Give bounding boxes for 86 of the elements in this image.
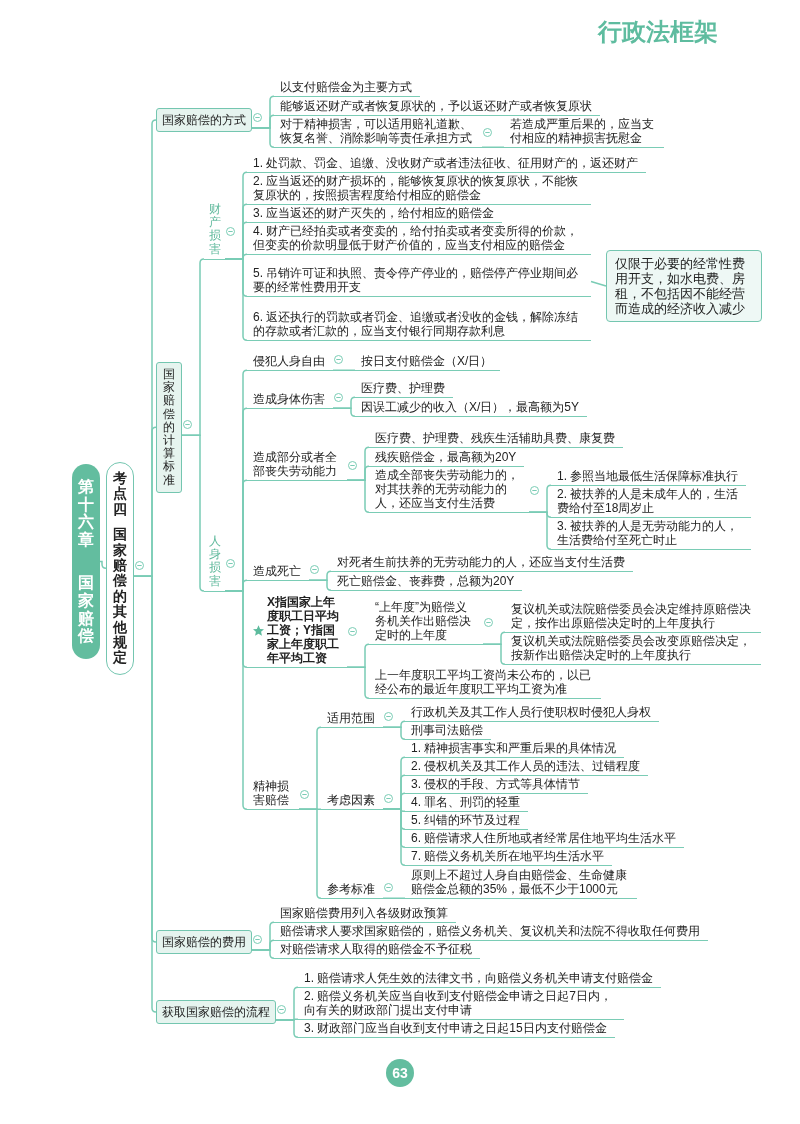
- branch-text: 3. 财政部门应当自收到支付申请之日起15日内支付赔偿金: [298, 1021, 615, 1038]
- definition-note: [247, 595, 347, 668]
- branch-text: 5. 吊销许可证和执照、责令停产停业的，赔偿停产停业期间必要的经常性费用开支: [247, 266, 591, 297]
- category-box: 获取国家赔偿的流程: [156, 1000, 276, 1024]
- branch-text: 医疗费、护理费: [355, 381, 453, 398]
- branch-text: 能够返还财产或者恢复原状的，予以返还财产或者恢复原状: [274, 99, 600, 116]
- connector-line: [181, 434, 205, 592]
- connector-line: [224, 590, 248, 810]
- branch-text: 残疾赔偿金，最高额为20Y: [369, 450, 525, 467]
- branch-text: 造成身体伤害: [247, 392, 333, 409]
- subcategory-label: 人身损害: [204, 535, 225, 592]
- branch-text: 医疗费、护理费、残疾生活辅助具费、康复费: [369, 431, 623, 448]
- branch-text: 赔偿请求人要求国家赔偿的，赔偿义务机关、复议机关和法院不得收取任何费用: [274, 924, 708, 941]
- branch-text: 1. 赔偿请求人凭生效的法律文书，向赔偿义务机关申请支付赔偿金: [298, 971, 662, 988]
- branch-text: 按日支付赔偿金（X/日）: [355, 354, 501, 371]
- branch-text: 7. 赔偿义务机关所在地平均生活水平: [405, 849, 613, 866]
- topic-number: 考点四: [113, 471, 127, 518]
- connector-line: [275, 1019, 299, 1038]
- branch-text: 3. 侵权的手段、方式等具体情节: [405, 777, 589, 794]
- chapter-tab: [72, 464, 100, 659]
- branch-text: 参考标准: [321, 882, 383, 899]
- branch-text: 复议机关或法院赔偿委员会改变原赔偿决定，按新作出赔偿决定时的上年度执行: [505, 634, 761, 665]
- connector-line: [332, 369, 356, 371]
- branch-text: 2. 侵权机关及其工作人员的违法、过错程度: [405, 759, 649, 776]
- category-box: 国家赔偿的方式: [156, 108, 252, 132]
- connector-line: [251, 949, 275, 959]
- subcategory-label: 财产损害: [204, 203, 225, 260]
- branch-text: 1. 处罚款、罚金、追缴、没收财产或者违法征收、征用财产的，返还财产: [247, 156, 647, 173]
- branch-text: 造成部分或者全部丧失劳动能力: [247, 450, 347, 481]
- branch-text: 上一年度职工平均工资尚未公布的，以已经公布的最近年度职工平均工资为准: [369, 668, 601, 699]
- branch-text: 死亡赔偿金、丧葬费，总额为20Y: [331, 574, 523, 591]
- branch-text: 1. 参照当地最低生活保障标准执行: [551, 469, 747, 486]
- category-box: 国家赔偿的费用: [156, 930, 252, 954]
- branch-text: 造成全部丧失劳动能力的，对其扶养的无劳动能力的人，还应当支付生活费: [369, 468, 529, 513]
- branch-text: 造成死亡: [247, 564, 309, 581]
- section-header: 行政法框架: [598, 17, 718, 47]
- branch-text: 4. 财产已经拍卖或者变卖的，给付拍卖或者变卖所得的价款，但变卖的价款明显低于财产价值的，应当支付相应的赔偿金: [247, 224, 591, 255]
- connector-line: [481, 146, 505, 148]
- connector-line: [482, 643, 506, 665]
- branch-text: 侵犯人身自由: [247, 354, 333, 371]
- branch-text: 2. 应当返还的财产损坏的，能够恢复原状的恢复原状，不能恢复原状的，按照损害程度给付相应的赔偿金: [247, 174, 591, 205]
- branch-text: 4. 罪名、刑罚的轻重: [405, 795, 529, 812]
- chapter-title: 国家赔偿: [78, 574, 94, 645]
- branch-text: 对赔偿请求人取得的赔偿金不予征税: [274, 942, 480, 959]
- branch-text: 2. 被扶养的人是未成年人的，生活费给付至18周岁止: [551, 487, 751, 518]
- topic-title: 国家赔偿的其他规定: [113, 527, 127, 666]
- branch-text: 5. 纠错的环节及过程: [405, 813, 529, 830]
- branch-text: “上年度”为赔偿义务机关作出赔偿决定时的上年度: [369, 600, 483, 645]
- branch-text: 行政机关及其工作人员行使职权时侵犯人身权: [405, 705, 659, 722]
- branch-text: 复议机关或法院赔偿委员会决定维持原赔偿决定，按作出原赔偿决定时的上年度执行: [505, 602, 761, 633]
- branch-text: 国家赔偿费用列入各级财政预算: [274, 906, 456, 923]
- connector-line: [133, 575, 157, 1013]
- page-number: 63: [386, 1059, 414, 1087]
- branch-text: 3. 应当返还的财产灭失的，给付相应的赔偿金: [247, 206, 503, 223]
- connector-line: [99, 560, 107, 570]
- connector-line: [528, 511, 552, 550]
- branch-text: 考虑因素: [321, 793, 383, 810]
- branch-text: 3. 被扶养的人是无劳动能力的人，生活费给付至死亡时止: [551, 519, 751, 550]
- branch-text: 若造成严重后果的，应当支付相应的精神损害抚慰金: [504, 117, 664, 148]
- branch-text: 2. 赔偿义务机关应当自收到支付赔偿金申请之日起7日内，向有关的财政部门提出支付申请: [298, 989, 624, 1020]
- branch-text: 对于精神损害，可以适用赔礼道歉、恢复名誉、消除影响等责任承担方式: [274, 117, 482, 148]
- branch-text: 6. 返还执行的罚款或者罚金、追缴或者没收的金钱，解除冻结的存款或者汇款的，应当支付银行同期存款利息: [247, 310, 591, 341]
- callout-note: 仅限于必要的经常性费用开支，如水电费、房租，不包括因不能经营而造成的经济收入减少: [606, 250, 762, 322]
- branch-text: 6. 赔偿请求人住所地或者经常居住地平均生活水平: [405, 831, 685, 848]
- connector-line: [382, 897, 406, 899]
- branch-text: 1. 精神损害事实和严重后果的具体情况: [405, 741, 625, 758]
- branch-text: 因误工减少的收入（X/日），最高额为5Y: [355, 400, 587, 417]
- connector-line: [382, 808, 406, 866]
- branch-text: 以支付赔偿金为主要方式: [274, 80, 420, 97]
- connector-line: [251, 127, 275, 148]
- connector-line: [298, 808, 322, 899]
- definition-text: X指国家上年度职工日平均工资；Y指国家上年度职工年平均工资: [267, 595, 340, 665]
- connector-line: [346, 479, 370, 513]
- connector-line: [382, 726, 406, 740]
- connector-line: [346, 666, 370, 699]
- chapter-number: 第十六章: [78, 478, 94, 549]
- branch-text: 精神损害赔偿: [247, 779, 299, 810]
- branch-text: 刑事司法赔偿: [405, 723, 491, 740]
- connector-line: [308, 579, 332, 591]
- category-box: 国家赔偿的计算标准: [156, 362, 182, 493]
- connector-line: [332, 407, 356, 417]
- connector-line: [224, 258, 248, 341]
- branch-text: 原则上不超过人身自由赔偿金、生命健康赔偿金总额的35%，最低不少于1000元: [405, 868, 637, 899]
- topic-tab: [106, 462, 134, 675]
- branch-text: 对死者生前扶养的无劳动能力的人，还应当支付生活费: [331, 555, 633, 572]
- branch-text: 适用范围: [321, 711, 383, 728]
